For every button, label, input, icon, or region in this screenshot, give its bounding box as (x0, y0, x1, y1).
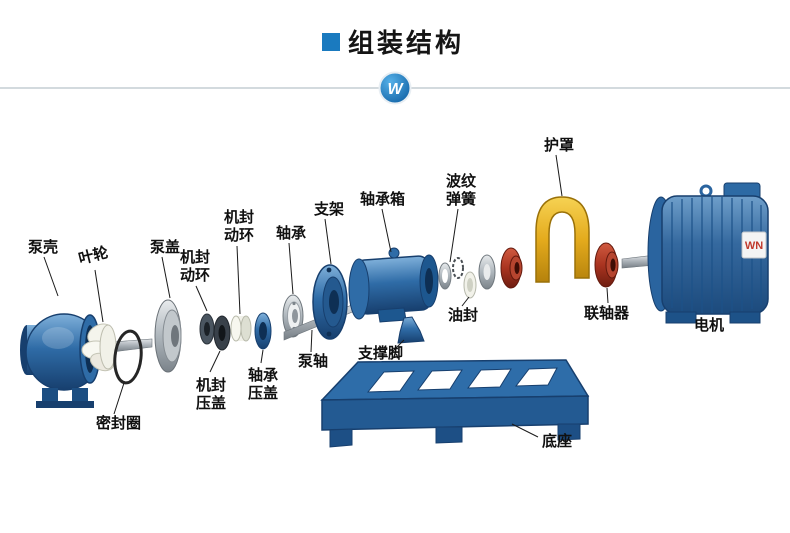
leader-wave-spring (449, 208, 459, 263)
label-motor: 电机 (694, 316, 724, 334)
label-base: 底座 (542, 432, 572, 450)
oil-seal-part (463, 271, 477, 299)
page-title: 组装结构 (348, 28, 464, 58)
leader-bearing (288, 242, 294, 295)
impeller-part (81, 323, 153, 372)
label-pump-cover: 泵盖 (150, 238, 180, 256)
label-mech-seal-ring-b: 机封动环 (224, 208, 254, 244)
brand-badge-letter: W (387, 81, 404, 98)
leader-mech-seal-ring-a (195, 285, 208, 312)
leader-bearing-box (381, 208, 392, 253)
label-wave-spring: 波纹弹簧 (446, 172, 477, 208)
base-part (320, 359, 590, 448)
mech-seal-rotating-ring-a-part (199, 313, 215, 345)
label-mech-seal-ring-a: 机封动环 (180, 248, 210, 284)
label-bearing-box: 轴承箱 (360, 190, 405, 208)
label-coupling: 联轴器 (584, 304, 630, 322)
leader-base (511, 423, 539, 438)
label-oil-seal: 油封 (448, 306, 478, 324)
leader-oil-seal (461, 296, 470, 307)
coupling-half-b-part (594, 242, 619, 288)
leader-guard (555, 154, 563, 197)
mech-seal-gland-part (213, 315, 231, 351)
guard-part (535, 196, 590, 283)
pump-cover-part (154, 299, 182, 373)
coupling-half-a-part (500, 247, 523, 289)
motor-part: WN (621, 182, 769, 324)
leader-coupling (606, 287, 609, 304)
label-bearing-gland: 轴承压盖 (248, 366, 278, 402)
mech-seal-rotating-ring-b-part (230, 315, 252, 342)
label-guard: 护罩 (544, 136, 574, 154)
label-support-foot: 支撑脚 (357, 344, 403, 362)
label-bearing: 轴承 (276, 224, 306, 242)
label-pump-shaft: 泵轴 (298, 352, 328, 370)
leader-seal-ring (113, 382, 125, 415)
label-impeller: 叶轮 (77, 243, 110, 268)
label-bracket: 支架 (313, 200, 344, 218)
bearing-box-part (348, 247, 439, 323)
leader-support-foot (389, 339, 405, 355)
wave-spring-part (438, 257, 464, 290)
bracket-part (312, 264, 348, 340)
labels: 泵壳 叶轮 泵盖 机封动环 机封动环 轴承 支架 轴承箱 波纹弹簧 护罩 联轴器… (28, 136, 724, 450)
support-foot-part (397, 316, 425, 344)
header: 组装结构 W (0, 28, 790, 105)
motor-brand-label: WN (745, 240, 763, 252)
label-pump-casing: 泵壳 (28, 238, 58, 256)
leader-pump-cover (161, 256, 171, 299)
bearing-gland-part (254, 312, 272, 350)
seal-ring-part (113, 329, 143, 385)
leader-bracket (324, 218, 332, 265)
leader-pump-casing (43, 256, 59, 297)
leader-mech-seal-ring-b (236, 245, 241, 315)
leader-lines (43, 154, 609, 438)
title-bullet (322, 33, 340, 51)
label-mech-seal-gland: 机封压盖 (196, 376, 226, 412)
leader-bearing-gland (260, 349, 264, 364)
leader-impeller (94, 269, 104, 323)
pump-casing-part (20, 313, 103, 408)
leader-mech-seal-gland (209, 350, 221, 373)
brand-badge (378, 71, 412, 105)
leader-pump-shaft (310, 329, 313, 353)
label-seal-ring: 密封圈 (96, 414, 141, 432)
spacer-disc-part (478, 254, 496, 290)
